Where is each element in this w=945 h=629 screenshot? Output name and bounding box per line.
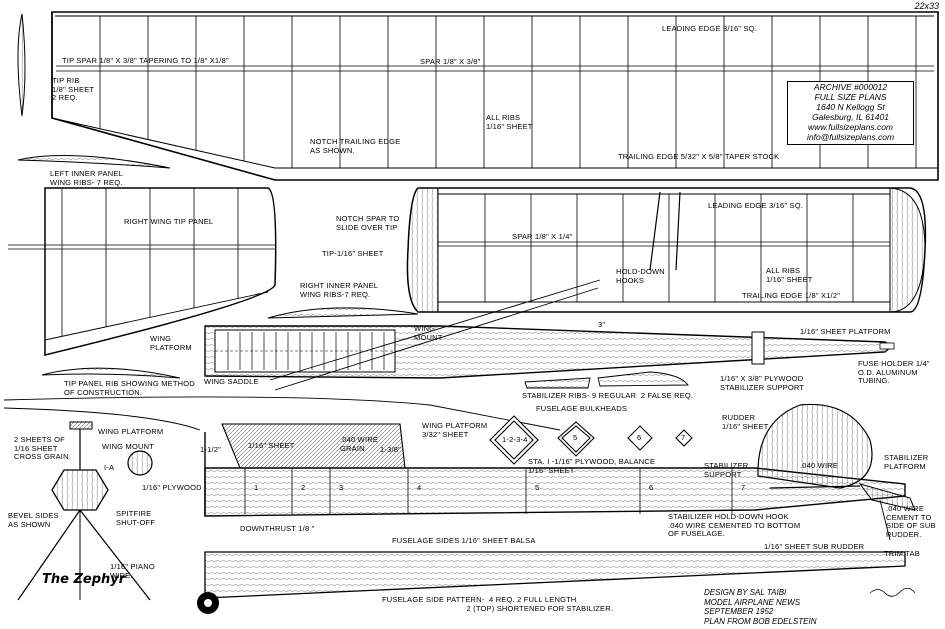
label-downthrust: DOWNTHRUST 1/8 " — [240, 524, 315, 533]
label-sheet-116: 1/16" SHEET — [248, 441, 295, 450]
label-wire-grain: .040 WIRE GRAIN — [340, 435, 379, 453]
archive-line-4: Galesburg, IL 61401 — [812, 112, 889, 122]
label-spitfire: SPITFIRE SHUT-OFF — [116, 509, 156, 527]
plan-code: 22x33 — [914, 1, 939, 11]
fuselage-top-view — [204, 325, 895, 379]
credit-design: DESIGN BY SAL TAIBI — [704, 588, 787, 597]
left-inner-rib-profile — [17, 155, 171, 169]
archive-line-1: ARCHIVE #000012 — [813, 82, 888, 92]
label-side-pattern: FUSELAGE SIDE PATTERN- 4 REQ. 2 FULL LEN… — [382, 595, 614, 613]
fuselage-bulkheads — [489, 415, 693, 465]
label-two-sheets: 2 SHEETS OF 1/16 SHEET CROSS GRAIN — [14, 435, 69, 461]
label-tip-sheet: TIP-1/16" SHEET — [322, 249, 384, 258]
label-trailing-edge-stab: TRAILING EDGE 1/8" X1/2" — [742, 291, 841, 300]
station-4: 4 — [417, 483, 422, 492]
credits-block: DESIGN BY SAL TAIBI MODEL AIRPLANE NEWS … — [704, 588, 816, 626]
label-sta-plywood: STA. I -1/16" PLYWOOD, BALANCE 1/16" SHE… — [528, 457, 656, 475]
bulkhead-5: 5 — [573, 433, 578, 442]
label-wire-cement: .040 WIRE CEMENT TO SIDE OF SUB RUDDER. — [886, 504, 936, 539]
label-one-half: 1-1/2" — [200, 445, 221, 454]
credit-plan-from: PLAN FROM BOB EDELSTEIN — [704, 616, 817, 626]
pylon-front-view — [17, 421, 153, 601]
wheel — [197, 592, 219, 614]
label-right-inner-panel: RIGHT INNER PANEL WING RIBS-7 REQ. — [300, 281, 379, 299]
label-three-inch: 3" — [598, 320, 606, 329]
label-spar-top: SPAR 1/8" X 3/8" — [420, 57, 481, 66]
label-trailing-edge-top: TRAILING EDGE 5/32" X 5/8" TAPER STOCK — [618, 152, 780, 161]
hold-down-hook-lines — [649, 191, 681, 271]
stabilizer — [406, 187, 927, 313]
bulkhead-1234: 1-2-3-4 — [502, 435, 528, 444]
station-5: 5 — [535, 483, 540, 492]
archive-line-6: info@fullsizeplans.com — [806, 132, 895, 142]
wing-tip-panel — [8, 187, 277, 356]
credit-magazine: MODEL AIRPLANE NEWS — [704, 597, 801, 607]
archive-stamp: ARCHIVE #000012 FULL SIZE PLANS 1640 N K… — [787, 81, 914, 145]
label-trim-tab: TRIM TAB — [884, 549, 920, 558]
label-bevel-sides: BEVEL SIDES AS SHOWN — [8, 511, 59, 529]
label-stab-hold-down: STABILIZER HOLD-DOWN HOOK .040 WIRE CEME… — [668, 512, 801, 538]
label-ia: I-A — [104, 463, 115, 472]
label-rudder: RUDDER 1/16" SHEET — [722, 413, 769, 431]
station-1: 1 — [254, 483, 259, 492]
label-hold-down-hooks: HOLD-DOWN HOOKS — [616, 267, 665, 285]
label-plywood-116: 1/16" PLYWOOD — [142, 483, 202, 492]
label-fuse-holder: FUSE HOLDER 1/4" O.D. ALUMINUM TUBING. — [858, 359, 930, 385]
label-all-ribs-stab: ALL RIBS 1/16" SHEET — [766, 266, 813, 284]
label-spar-stab: SPAR 1/8" X 1/4" — [512, 232, 573, 241]
wing-main-panel — [51, 11, 939, 181]
plan-title: The Zephyr — [42, 572, 126, 587]
label-plywood-support: 1/16" X 3/8" PLYWOOD STABILIZER SUPPORT — [720, 374, 805, 392]
label-fuselage-bulkheads: FUSELAGE BULKHEADS — [536, 404, 628, 413]
fuselage-side-pattern — [204, 551, 906, 599]
label-fuselage-sides: FUSELAGE SIDES 1/16" SHEET BALSA — [392, 536, 536, 545]
station-7: 7 — [741, 483, 746, 492]
label-sheet-platform: 1/16" SHEET PLATFORM — [800, 327, 891, 336]
label-wing-mount-front: WING MOUNT — [102, 442, 154, 451]
label-leading-edge-top: LEADING EDGE 3/16" SQ. — [662, 24, 758, 33]
credit-date: SEPTEMBER 1952 — [704, 607, 774, 616]
fuselage-side-view — [204, 403, 916, 541]
label-right-wing-tip: RIGHT WING TIP PANEL — [124, 217, 214, 226]
label-notch-spar: NOTCH SPAR TO SLIDE OVER TIP — [336, 214, 400, 232]
label-wing-platform-sheet: WING PLATFORM 3/32" SHEET — [422, 421, 488, 439]
tip-panel-rib-profile — [41, 367, 181, 379]
label-stab-support: STABILIZER SUPPORT — [704, 461, 749, 479]
label-wing-platform-side: WING PLATFORM — [150, 334, 192, 352]
label-wing-saddle: WING SADDLE — [204, 377, 259, 386]
archive-line-5: www.fullsizeplans.com — [807, 122, 894, 132]
label-tip-panel-rib: TIP PANEL RIB SHOWING METHOD OF CONSTRUC… — [64, 379, 195, 397]
station-6: 6 — [649, 483, 654, 492]
label-three-eighths: 1-3/8" — [380, 445, 401, 454]
label-wing-platform-front: WING PLATFORM — [98, 427, 164, 436]
label-left-inner-panel: LEFT INNER PANEL WING RIBS- 7 REQ. — [50, 169, 123, 187]
label-piano-wire: 1/16" PIANO WIRE. — [110, 562, 155, 580]
archive-line-2: FULL SIZE PLANS — [814, 92, 887, 102]
signature — [869, 587, 916, 597]
station-2: 2 — [301, 483, 306, 492]
label-stab-ribs: STABILIZER RIBS- 9 REGULAR 2 FALSE REQ. — [522, 391, 694, 400]
archive-line-3: 1640 N Kellogg St — [816, 102, 885, 112]
diagonal-guide-lines — [3, 279, 601, 431]
label-leading-edge-stab: LEADING EDGE 3/16" SQ. — [708, 201, 804, 210]
stabilizer-rib-profiles — [524, 371, 689, 389]
label-all-ribs-top: ALL RIBS 1/16" SHEET — [486, 113, 533, 131]
bulkhead-6: 6 — [637, 433, 642, 442]
label-wire-040: .040 WIRE — [800, 461, 839, 470]
right-inner-rib-profile — [267, 307, 419, 319]
bulkhead-7: 7 — [681, 433, 686, 442]
label-stab-platform: STABILIZER PLATFORM — [884, 453, 929, 471]
wing-tip-rib-profile — [17, 13, 26, 117]
label-sub-rudder: 1/16" SHEET SUB RUDDER — [764, 542, 865, 551]
station-3: 3 — [339, 483, 344, 492]
label-notch-trailing: NOTCH TRAILING EDGE AS SHOWN. — [310, 137, 401, 155]
label-tip-spar: TIP SPAR 1/8" X 3/8" TAPERING TO 1/8" X1… — [62, 56, 229, 65]
label-wing-mount-top: WING MOUNT — [414, 324, 443, 342]
label-tip-rib: TIP RIB 1/8" SHEET 2 REQ. — [52, 76, 95, 102]
